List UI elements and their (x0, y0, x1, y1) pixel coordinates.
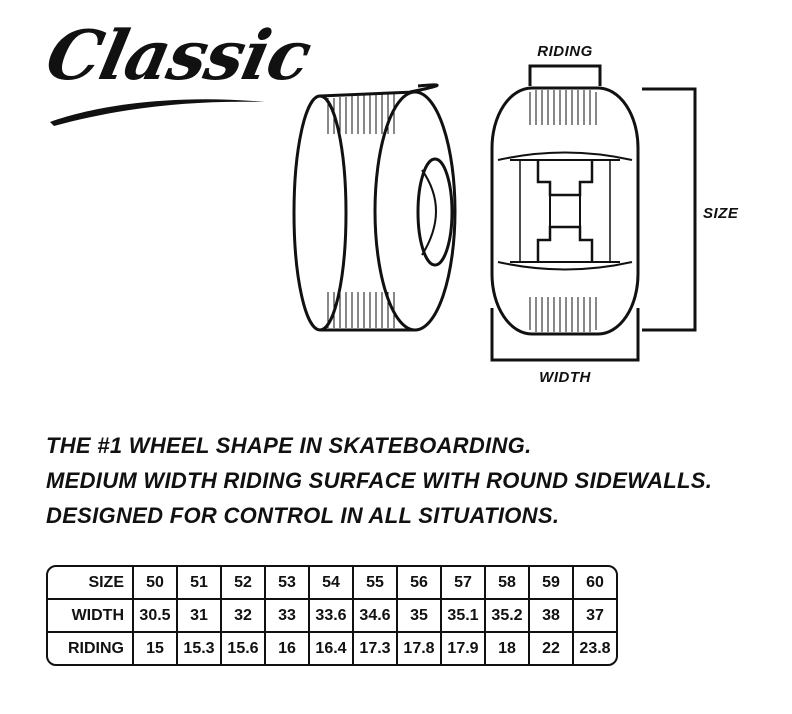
tread-hatching-icon (327, 93, 395, 328)
table-row-width: WIDTH 30.5 31 32 33 33.6 34.6 35 35.1 35… (48, 600, 616, 633)
table-cell: 34.6 (354, 600, 398, 633)
table-cell: 15.3 (178, 633, 222, 664)
table-cell: 35.2 (486, 600, 530, 633)
table-cell: 16 (266, 633, 310, 664)
wheel-cross-section-icon (490, 86, 640, 336)
row-label: SIZE (48, 567, 134, 600)
table-cell: 57 (442, 567, 486, 600)
table-cell: 31 (178, 600, 222, 633)
table-cell: 15.6 (222, 633, 266, 664)
table-cell: 53 (266, 567, 310, 600)
description-line: DESIGNED FOR CONTROL IN ALL SITUATIONS. (46, 503, 560, 528)
table-cell: 18 (486, 633, 530, 664)
table-cell: 32 (222, 600, 266, 633)
table-cell: 56 (398, 567, 442, 600)
size-label: SIZE (703, 205, 739, 222)
description-line: MEDIUM WIDTH RIDING SURFACE WITH ROUND S… (46, 468, 713, 493)
table-cell: 33 (266, 600, 310, 633)
table-cell: 17.8 (398, 633, 442, 664)
table-cell: 17.9 (442, 633, 486, 664)
wheel-perspective-icon (292, 83, 457, 332)
table-cell: 38 (530, 600, 574, 633)
table-cell: 51 (178, 567, 222, 600)
size-bracket-icon (642, 87, 697, 332)
table-cell: 52 (222, 567, 266, 600)
description: THE #1 WHEEL SHAPE IN SKATEBOARDING. MED… (46, 428, 766, 533)
table-cell: 17.3 (354, 633, 398, 664)
table-cell: 35 (398, 600, 442, 633)
table-cell: 30.5 (134, 600, 178, 633)
row-label: WIDTH (48, 600, 134, 633)
table-cell: 55 (354, 567, 398, 600)
table-cell: 33.6 (310, 600, 354, 633)
section-hatching-icon (529, 90, 597, 332)
table-row-riding: RIDING 15 15.3 15.6 16 16.4 17.3 17.8 17… (48, 633, 616, 664)
riding-label: RIDING (537, 43, 593, 60)
table-cell: 15 (134, 633, 178, 664)
logo-swash-icon (50, 99, 265, 126)
width-label: WIDTH (539, 369, 591, 386)
table-cell: 54 (310, 567, 354, 600)
table-cell: 16.4 (310, 633, 354, 664)
table-cell: 37 (574, 600, 616, 633)
table-cell: 60 (574, 567, 616, 600)
wheel-diagram: RIDING SIZE WIDTH (292, 43, 739, 386)
table-row-size: SIZE 50 51 52 53 54 55 56 57 58 59 60 (48, 567, 616, 600)
table-cell: 58 (486, 567, 530, 600)
row-label: RIDING (48, 633, 134, 664)
table-cell: 22 (530, 633, 574, 664)
size-table: SIZE 50 51 52 53 54 55 56 57 58 59 60 WI… (46, 565, 618, 666)
riding-bracket-icon (528, 64, 602, 86)
table-cell: 23.8 (579, 639, 611, 657)
table-cell: 50 (134, 567, 178, 600)
width-bracket-icon (490, 308, 640, 362)
table-cell: 35.1 (442, 600, 486, 633)
table-cell: 59 (530, 567, 574, 600)
description-line: THE #1 WHEEL SHAPE IN SKATEBOARDING. (46, 433, 532, 458)
